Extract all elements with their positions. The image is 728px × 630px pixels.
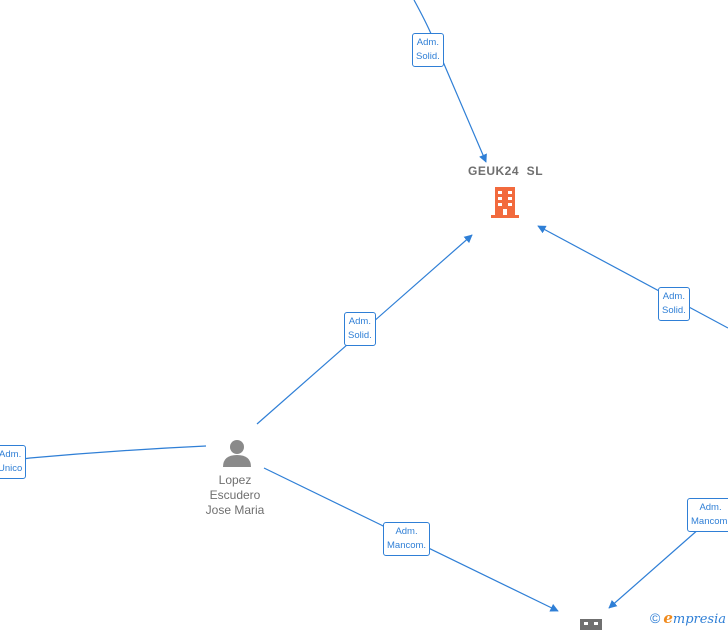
edge-label-person-to-bottom[interactable]: Adm. Mancom. xyxy=(383,522,431,556)
person-icon[interactable] xyxy=(222,438,252,468)
building-icon[interactable] xyxy=(489,185,521,219)
edge-label-right-to-bottom[interactable]: Adm. Mancom. xyxy=(687,498,728,532)
edge-right-to-company xyxy=(537,225,728,329)
edge-person-to-left xyxy=(0,445,207,463)
edge-label-line: Adm. xyxy=(395,526,418,537)
edge-label-line: Solid. xyxy=(416,51,440,62)
edge-label-line: Adm. xyxy=(0,449,22,460)
edge-label-person-to-company[interactable]: Adm. Solid. xyxy=(344,312,376,346)
copyright-symbol: © xyxy=(650,610,661,626)
edge-label-right-to-company[interactable]: Adm. Solid. xyxy=(658,287,690,321)
brand-logo-initial: e xyxy=(663,609,673,627)
brand-logo-text: mpresia xyxy=(672,612,727,627)
building-icon[interactable] xyxy=(578,617,604,630)
edge-label-person-to-left[interactable]: Adm. Unico xyxy=(0,445,27,479)
edge-right-to-bottom xyxy=(608,527,701,609)
edge-top-to-company xyxy=(413,0,487,163)
company-node-title[interactable]: GEUK24 SL xyxy=(468,164,544,178)
edge-label-line: Solid. xyxy=(348,330,372,341)
edge-label-line: Unico xyxy=(0,463,23,474)
edge-label-line: Adm. xyxy=(416,37,439,48)
person-name-line: Escudero xyxy=(209,488,261,502)
edge-label-top-to-company[interactable]: Adm. Solid. xyxy=(412,33,444,67)
person-name-line: Jose Maria xyxy=(205,503,265,517)
edge-label-line: Adm. xyxy=(348,316,371,327)
person-name-line: Lopez xyxy=(218,473,252,487)
edge-label-line: Adm. xyxy=(662,291,685,302)
edge-label-line: Solid. xyxy=(662,305,686,316)
edge-label-line: Mancom. xyxy=(691,516,728,527)
edge-label-line: Adm. xyxy=(699,502,722,513)
edge-label-line: Mancom. xyxy=(387,540,427,551)
brand-watermark: ©empresia xyxy=(650,609,726,627)
person-node-name[interactable]: Lopez Escudero Jose Maria xyxy=(194,473,276,518)
